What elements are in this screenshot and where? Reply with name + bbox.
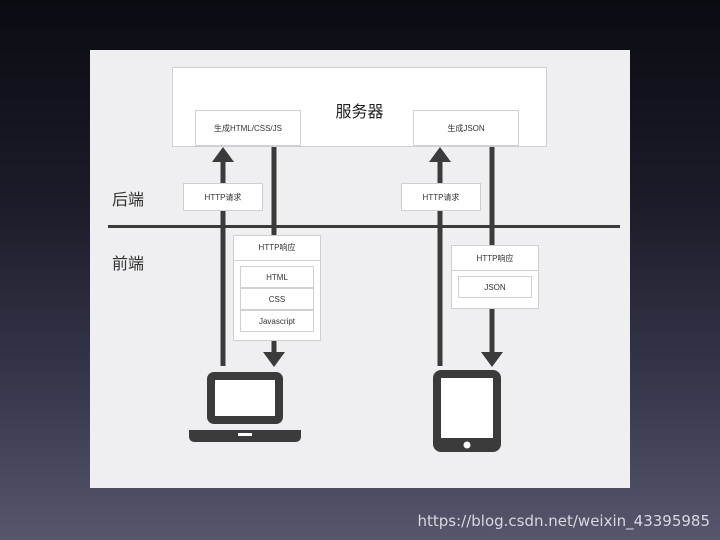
server-title: 服务器 <box>335 104 384 121</box>
laptop-icon <box>189 372 301 442</box>
frontend-label: 前端 <box>112 256 145 273</box>
diagram-panel: 服务器 生成HTML/CSS/JS 生成JSON 后端 前端 HTTP请求 HT… <box>90 50 630 488</box>
right-http-response-box: HTTP响应 JSON <box>451 245 539 309</box>
response-item-css: CSS <box>240 288 314 310</box>
left-response-divider <box>234 260 320 261</box>
backend-label: 后端 <box>112 192 145 209</box>
left-http-request-box: HTTP请求 <box>183 183 263 211</box>
right-request-arrowhead <box>429 147 451 162</box>
left-request-arrowhead <box>212 147 234 162</box>
watermark-url: https://blog.csdn.net/weixin_43395985 <box>417 512 710 530</box>
generate-html-css-js-box: 生成HTML/CSS/JS <box>195 110 301 146</box>
backend-frontend-divider <box>108 225 620 228</box>
generate-json-box: 生成JSON <box>413 110 519 146</box>
left-response-title: HTTP响应 <box>258 243 296 252</box>
left-http-response-box: HTTP响应 HTML CSS Javascript <box>233 235 321 341</box>
response-item-html: HTML <box>240 266 314 288</box>
right-http-request-box: HTTP请求 <box>401 183 481 211</box>
response-item-json: JSON <box>458 276 532 298</box>
right-response-title: HTTP响应 <box>476 254 514 263</box>
tablet-icon <box>433 370 501 452</box>
left-response-arrowhead <box>263 352 285 367</box>
right-response-divider <box>452 270 538 271</box>
right-response-arrowhead <box>481 352 503 367</box>
response-item-javascript: Javascript <box>240 310 314 332</box>
